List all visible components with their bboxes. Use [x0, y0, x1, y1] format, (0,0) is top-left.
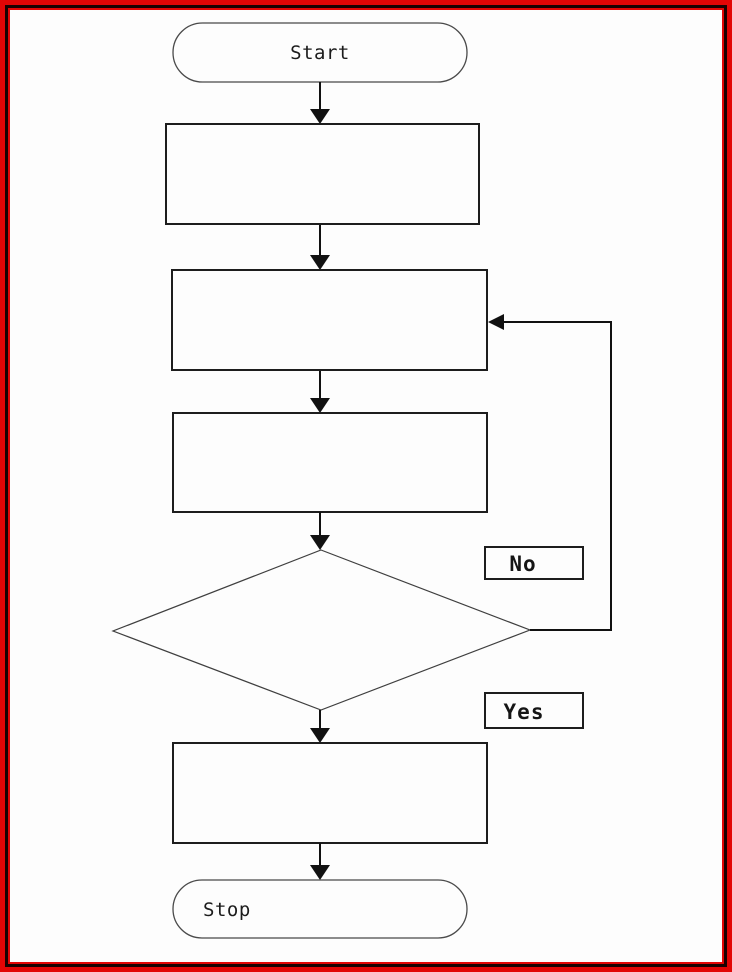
- process-box-3: [172, 412, 488, 513]
- frame-inner-line: [5, 5, 727, 967]
- loop-line: [503, 321, 612, 631]
- arrow-head: [310, 535, 330, 550]
- no-label: No: [509, 552, 536, 576]
- arrow-head: [310, 398, 330, 413]
- arrow-head: [310, 865, 330, 880]
- arrow-head: [310, 728, 330, 743]
- decision-diamond: [111, 549, 532, 711]
- arrow-process1-to-process2: [310, 225, 330, 270]
- process-box-4: [172, 742, 488, 844]
- arrow-decision-to-process4: [310, 710, 330, 743]
- arrow-head: [310, 109, 330, 124]
- yes-box: [484, 692, 584, 729]
- yes-label: Yes: [504, 700, 545, 724]
- no-box: [484, 546, 584, 580]
- arrow-process3-to-decision: [310, 512, 330, 550]
- arrow-process4-to-stop: [310, 843, 330, 880]
- arrow-process2-to-process3: [310, 371, 330, 413]
- loop-connector-no-branch: [488, 314, 612, 631]
- yes-label-box: Yes: [484, 692, 584, 729]
- process-box-1: [165, 123, 480, 225]
- arrow-head: [310, 255, 330, 270]
- process-box-2: [171, 269, 488, 371]
- arrow-head: [488, 314, 504, 330]
- stop-label: Stop: [203, 899, 251, 921]
- no-label-box: No: [484, 546, 584, 580]
- arrow-start-to-process1: [310, 82, 330, 124]
- stop-terminator: [172, 879, 468, 939]
- start-label: Start: [290, 42, 350, 64]
